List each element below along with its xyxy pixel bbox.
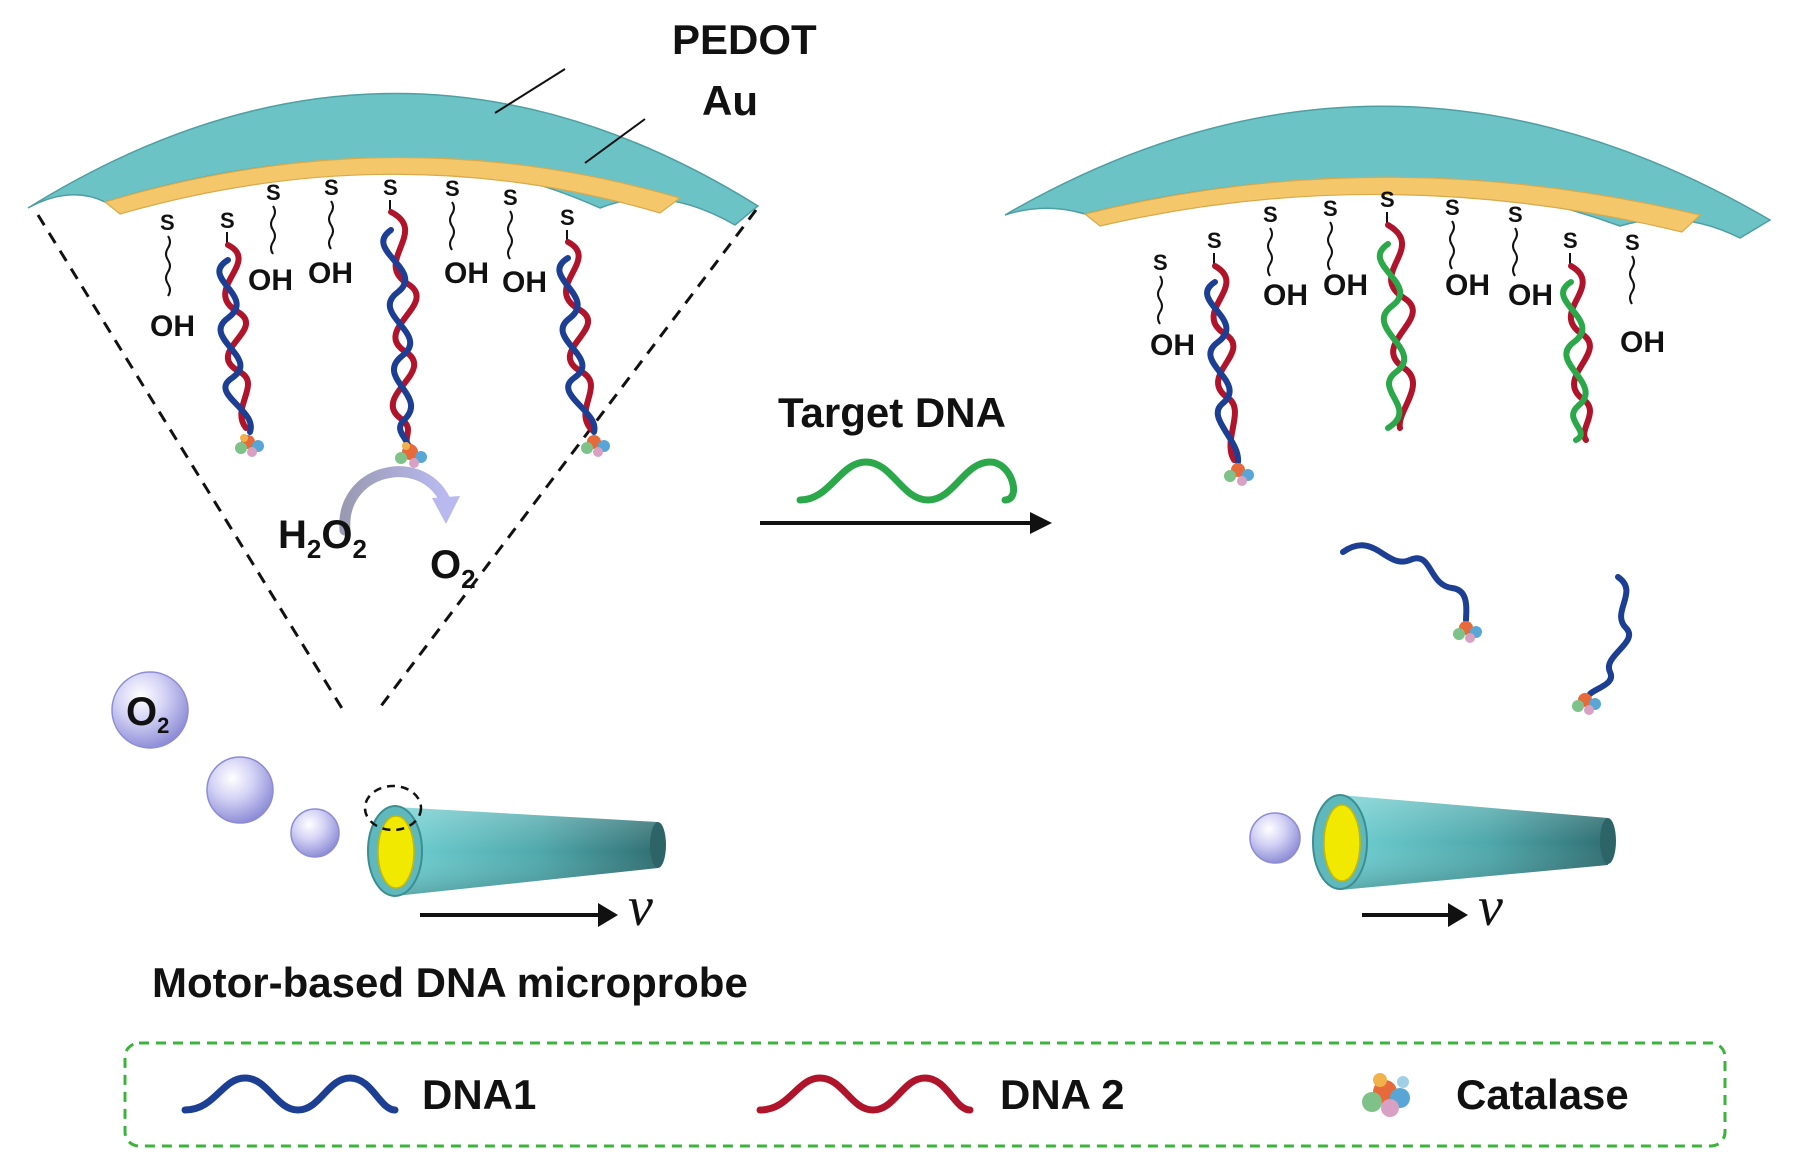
svg-text:S: S: [160, 210, 175, 235]
catalase-icon: [1572, 693, 1601, 715]
pedot-label: PEDOT: [672, 16, 817, 63]
svg-text:OH: OH: [502, 266, 547, 299]
dna-duplex-probe: S: [216, 208, 264, 457]
au-layer-left: [103, 156, 682, 215]
right-panel: S OH S OH S OH S OH S OH S OH: [1004, 105, 1772, 938]
svg-text:OH: OH: [1620, 326, 1665, 359]
mch-linker: S OH: [502, 185, 547, 299]
legend-catalase-icon: [1362, 1073, 1410, 1117]
svg-text:S: S: [503, 185, 518, 210]
h2o2-label: H2O2: [278, 513, 367, 564]
svg-text:S: S: [266, 180, 281, 205]
pedot-leader-line: [494, 68, 566, 114]
dna-duplex-probe: S: [1204, 228, 1254, 486]
mch-linker: S OH: [1323, 196, 1368, 302]
mch-linker: S OH: [1620, 230, 1665, 359]
catalase-icon: [1224, 463, 1254, 486]
svg-text:S: S: [1445, 195, 1460, 220]
reaction-arrow-head: [432, 496, 460, 524]
velocity-label-left: v: [628, 876, 653, 938]
catalase-icon: [395, 442, 427, 468]
svg-text:S: S: [324, 175, 339, 200]
bubble-o2-label: O2: [126, 690, 169, 738]
svg-text:S: S: [1207, 228, 1222, 253]
svg-text:S: S: [1263, 202, 1278, 227]
o2-bubble-small: [290, 808, 340, 858]
zoom-cone-left-line: [36, 214, 345, 711]
velocity-arrow-right-head: [1448, 903, 1468, 927]
catalase-icon: [235, 434, 264, 457]
caption: Motor-based DNA microprobe: [152, 959, 748, 1006]
released-dna1: [1340, 542, 1482, 643]
svg-text:S: S: [383, 175, 398, 200]
svg-text:OH: OH: [248, 264, 293, 297]
dna-duplex-probe: S: [380, 175, 427, 468]
au-label: Au: [702, 77, 758, 124]
svg-text:OH: OH: [1323, 269, 1368, 302]
svg-text:S: S: [1508, 202, 1523, 227]
reaction-step: Target DNA: [760, 389, 1052, 534]
velocity-label-right: v: [1478, 876, 1503, 938]
svg-text:OH: OH: [308, 257, 353, 290]
mch-linker: S OH: [1263, 202, 1308, 312]
au-layer-right: [1083, 176, 1702, 233]
process-arrow-head: [1030, 512, 1052, 534]
target-dna-label: Target DNA: [778, 389, 1006, 436]
mch-linker: S OH: [1150, 250, 1195, 362]
legend-dna2-icon: [756, 1074, 974, 1114]
legend: DNA1 DNA 2 Catalase: [123, 1041, 1727, 1148]
zoom-circle: [363, 784, 423, 832]
svg-text:S: S: [560, 205, 575, 230]
mch-linker: S OH: [444, 176, 489, 290]
svg-text:S: S: [220, 208, 235, 233]
svg-text:OH: OH: [444, 257, 489, 290]
mch-linker: S OH: [1508, 202, 1553, 312]
dna-duplex-probe: S: [556, 205, 610, 457]
target-dna-strand: [796, 458, 1018, 504]
au-inner-layer: [377, 815, 415, 889]
svg-text:OH: OH: [1445, 269, 1490, 302]
o2-product-label: O2: [430, 543, 476, 594]
released-dna1: [1572, 574, 1632, 715]
legend-dna1-label: DNA1: [422, 1071, 536, 1118]
left-panel: PEDOT Au S OH S OH S OH S OH S OH: [27, 16, 817, 1006]
svg-text:S: S: [1380, 187, 1395, 212]
target-duplex: S: [1560, 228, 1593, 443]
svg-text:S: S: [1323, 196, 1338, 221]
au-inner-layer: [1323, 804, 1361, 882]
catalase-icon: [581, 435, 610, 457]
target-duplex: S: [1376, 187, 1416, 431]
svg-text:S: S: [445, 176, 460, 201]
o2-bubble-right: [1249, 812, 1301, 864]
velocity-arrow-left-head: [598, 903, 618, 927]
catalase-icon: [1453, 621, 1482, 643]
legend-dna1-icon: [181, 1074, 399, 1114]
svg-text:S: S: [1625, 230, 1640, 255]
micromotor-right: [1312, 794, 1616, 890]
mch-linker: S OH: [150, 210, 195, 343]
svg-text:OH: OH: [150, 310, 195, 343]
legend-catalase-label: Catalase: [1456, 1071, 1629, 1118]
mch-linker: S OH: [248, 180, 293, 297]
mch-linker: S OH: [308, 175, 353, 290]
mch-linker: S OH: [1445, 195, 1490, 302]
o2-bubble-large: [111, 671, 189, 749]
legend-dna2-label: DNA 2: [1000, 1071, 1124, 1118]
reaction-arrow: [339, 466, 451, 536]
au-leader-line: [584, 118, 646, 164]
svg-text:OH: OH: [1150, 329, 1195, 362]
micromotor-left: [367, 805, 666, 897]
o2-bubble-medium: [206, 756, 274, 824]
svg-text:S: S: [1563, 228, 1578, 253]
svg-text:S: S: [1153, 250, 1168, 275]
svg-text:OH: OH: [1508, 279, 1553, 312]
legend-box: [123, 1041, 1727, 1148]
svg-text:OH: OH: [1263, 279, 1308, 312]
